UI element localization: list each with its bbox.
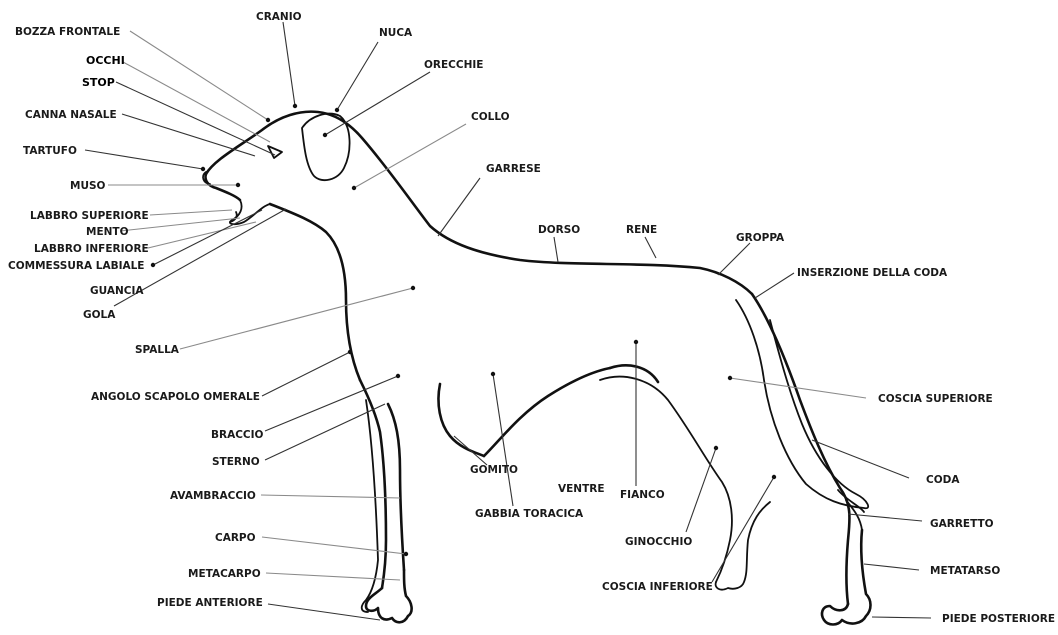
label-metacarpo: METACARPO bbox=[188, 568, 261, 580]
label-occhi: OCCHI bbox=[86, 54, 125, 67]
label-coscia-superiore: COSCIA SUPERIORE bbox=[878, 393, 993, 405]
label-piede-anteriore: PIEDE ANTERIORE bbox=[157, 597, 263, 609]
label-ginocchio: GINOCCHIO bbox=[625, 536, 692, 548]
dog-silhouette bbox=[203, 112, 870, 625]
label-fianco: FIANCO bbox=[620, 489, 665, 501]
label-tartufo: TARTUFO bbox=[23, 145, 77, 157]
leader-dots bbox=[151, 104, 776, 556]
label-labbro-superiore: LABBRO SUPERIORE bbox=[30, 210, 149, 222]
label-sterno: STERNO bbox=[212, 456, 260, 468]
label-gola: GOLA bbox=[83, 309, 116, 321]
label-orecchie: ORECCHIE bbox=[424, 59, 483, 71]
label-rene: RENE bbox=[626, 224, 657, 236]
label-angolo-scapolo-omerale: ANGOLO SCAPOLO OMERALE bbox=[91, 391, 260, 403]
label-coscia-inferiore: COSCIA INFERIORE bbox=[602, 581, 713, 593]
labels: BOZZA FRONTALE CRANIO NUCA ORECCHIE OCCH… bbox=[8, 11, 1055, 625]
label-garrese: GARRESE bbox=[486, 163, 541, 175]
label-spalla: SPALLA bbox=[135, 344, 180, 356]
label-guancia: GUANCIA bbox=[90, 285, 144, 297]
label-canna-nasale: CANNA NASALE bbox=[25, 109, 117, 121]
label-gomito: GOMITO bbox=[470, 464, 518, 476]
label-commessura-labiale: COMMESSURA LABIALE bbox=[8, 260, 144, 272]
label-cranio: CRANIO bbox=[256, 11, 302, 23]
label-gabbia-toracica: GABBIA TORACICA bbox=[475, 508, 584, 520]
label-inserzione-coda: INSERZIONE DELLA CODA bbox=[797, 267, 948, 279]
label-ventre: VENTRE bbox=[558, 483, 605, 495]
label-labbro-inferiore: LABBRO INFERIORE bbox=[34, 243, 149, 255]
label-carpo: CARPO bbox=[215, 532, 256, 544]
label-bozza-frontale: BOZZA FRONTALE bbox=[15, 26, 120, 38]
label-braccio: BRACCIO bbox=[211, 429, 264, 441]
label-avambraccio: AVAMBRACCIO bbox=[170, 490, 256, 502]
label-coda: CODA bbox=[926, 474, 960, 486]
label-collo: COLLO bbox=[471, 111, 510, 123]
label-garretto: GARRETTO bbox=[930, 518, 994, 530]
label-muso: MUSO bbox=[70, 180, 106, 192]
label-nuca: NUCA bbox=[379, 27, 413, 39]
label-stop: STOP bbox=[82, 76, 115, 89]
label-mento: MENTO bbox=[86, 226, 129, 238]
label-metatarso: METATARSO bbox=[930, 565, 1000, 577]
label-groppa: GROPPA bbox=[736, 232, 785, 244]
label-piede-posteriore: PIEDE POSTERIORE bbox=[942, 613, 1055, 625]
label-dorso: DORSO bbox=[538, 224, 580, 236]
